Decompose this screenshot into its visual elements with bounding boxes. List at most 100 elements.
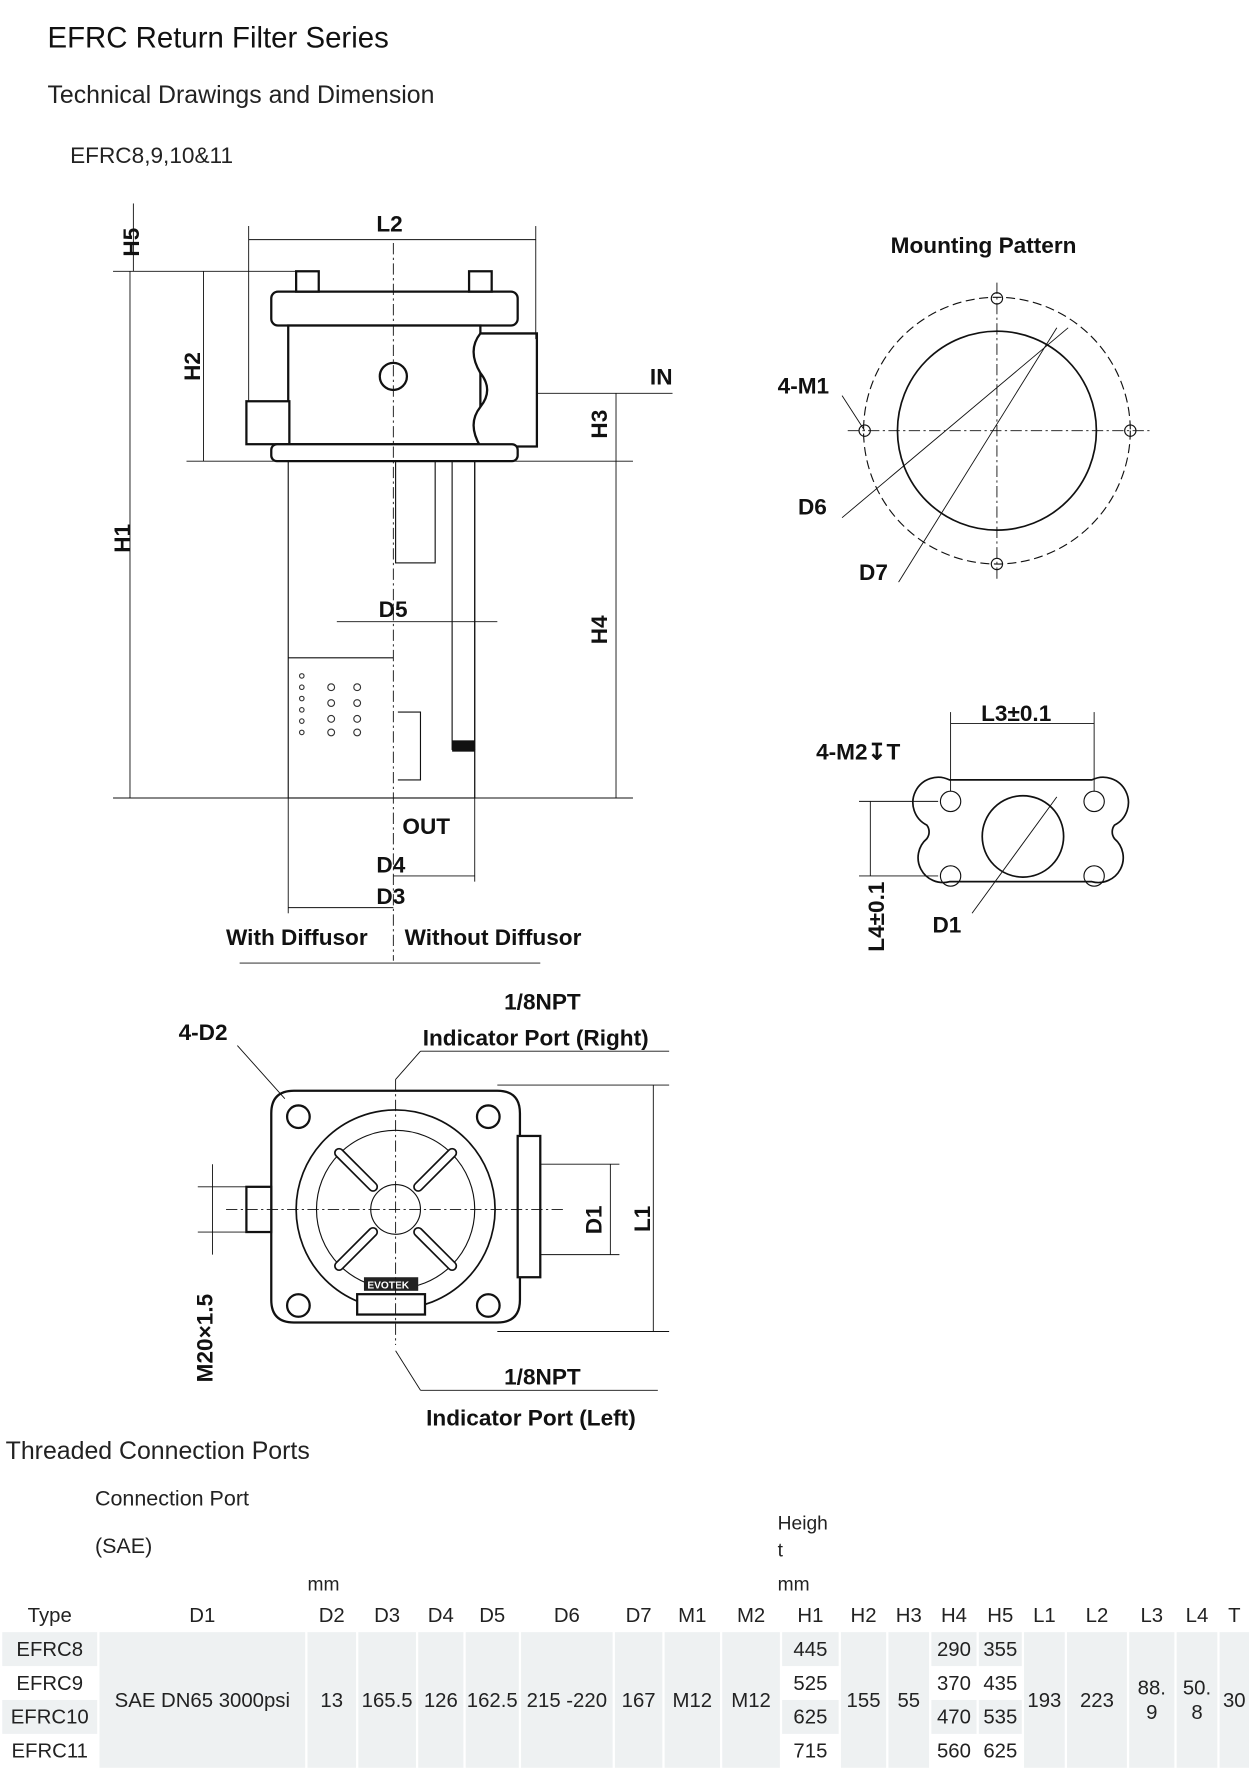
col-h1: H1	[797, 1603, 824, 1626]
cell-l3: 88. 9	[1129, 1632, 1175, 1768]
brand-logo: EVOTEK	[367, 1281, 409, 1292]
cell-d7: 167	[614, 1632, 663, 1768]
col-l1: L1	[1033, 1603, 1056, 1626]
label-npt-right: 1/8NPT	[504, 989, 581, 1014]
cell-type: EFRC10	[2, 1699, 98, 1734]
label-with-diffusor: With Diffusor	[226, 925, 368, 950]
cell-d4: 126	[418, 1632, 464, 1768]
cell-type: EFRC9	[16, 1671, 84, 1694]
cell-d2: 13	[307, 1632, 357, 1768]
label-d7: D7	[859, 560, 888, 585]
label-h2: H2	[180, 352, 205, 381]
header-connection-port: Connection Port	[94, 1487, 249, 1512]
cell-m2: M12	[722, 1632, 780, 1768]
header-height-1: Heigh	[777, 1512, 828, 1534]
table-row: EFRC8 SAE DN65 3000psi 13 165.5 126 162.…	[2, 1632, 1249, 1768]
label-out: OUT	[402, 814, 450, 839]
label-d4: D4	[376, 853, 405, 878]
cell-t: 30	[1219, 1632, 1249, 1768]
col-h3: H3	[895, 1603, 922, 1626]
cell-h5: 535	[978, 1699, 1022, 1734]
col-d4: D4	[427, 1603, 454, 1626]
technical-drawing: H5 L2 H2 H1 IN H3 D5 H4 OUT D4 D3 With D…	[110, 203, 1153, 1430]
cell-h5: 435	[983, 1671, 1018, 1694]
label-without-diffusor: Without Diffusor	[405, 925, 582, 950]
label-d5: D5	[379, 597, 408, 622]
table-row: EFRC9 525 370 435	[2, 1666, 1249, 1700]
col-d3: D3	[374, 1603, 401, 1626]
page-title: EFRC Return Filter Series	[47, 20, 389, 55]
cell-h1: 715	[793, 1738, 828, 1762]
header-mm-d: mm	[307, 1573, 340, 1595]
cell-l2: 223	[1067, 1632, 1127, 1768]
header-mm-h: mm	[777, 1573, 810, 1595]
cell-d5: 162.5	[465, 1632, 519, 1768]
col-t: T	[1228, 1603, 1241, 1626]
side-view: H5 L2 H2 H1 IN H3 D5 H4 OUT D4 D3 With D…	[110, 203, 673, 964]
label-flange-d1: D1	[932, 912, 961, 937]
col-l2: L2	[1085, 1603, 1109, 1626]
page-subtitle: Technical Drawings and Dimension	[47, 80, 435, 109]
header-height-2: t	[777, 1539, 783, 1561]
col-d6: D6	[553, 1603, 580, 1626]
label-indicator-left: Indicator Port (Left)	[426, 1405, 636, 1430]
col-h5: H5	[987, 1603, 1014, 1626]
table-header-row: Type D1 D2 D3 D4 D5 D6 D7 M1 M2 H1 H2 H3…	[2, 1598, 1249, 1632]
table-row: EFRC10 625 470 535	[2, 1699, 1249, 1734]
col-d2: D2	[318, 1603, 345, 1626]
label-4-d2: 4-D2	[179, 1020, 228, 1045]
cell-type: EFRC8	[2, 1632, 98, 1667]
mounting-pattern: Mounting Pattern 4-M1 D6 D7	[778, 233, 1153, 585]
cell-h5: 355	[978, 1632, 1022, 1667]
col-d7: D7	[625, 1603, 652, 1626]
label-h4: H4	[587, 615, 612, 644]
cell-h1: 445	[782, 1632, 839, 1667]
cell-h4: 370	[936, 1671, 971, 1694]
cell-h5: 625	[983, 1738, 1018, 1762]
cell-h4: 290	[931, 1632, 977, 1667]
label-l4: L4±0.1	[864, 882, 889, 952]
col-h2: H2	[850, 1603, 877, 1626]
label-l1: L1	[630, 1206, 655, 1232]
label-h3: H3	[587, 410, 612, 439]
label-indicator-right: Indicator Port (Right)	[423, 1026, 649, 1051]
label-d1: D1	[581, 1205, 606, 1234]
col-m2: M2	[736, 1603, 766, 1626]
model-group: EFRC8,9,10&11	[70, 143, 234, 169]
cell-h1: 625	[782, 1699, 839, 1734]
label-l2: L2	[376, 212, 402, 237]
col-d5: D5	[479, 1603, 506, 1626]
top-view: EVOTEK 4-D2 1/8NPT Indicator Port (Right…	[179, 989, 670, 1430]
label-mounting-pattern: Mounting Pattern	[891, 233, 1077, 258]
label-in: IN	[650, 364, 673, 389]
dimension-table: Type D1 D2 D3 D4 D5 D6 D7 M1 M2 H1 H2 H3…	[0, 1598, 1249, 1768]
col-type: Type	[27, 1603, 72, 1626]
cell-h1: 525	[793, 1671, 828, 1694]
label-4-m1: 4-M1	[778, 373, 829, 398]
label-4-m2: 4-M2↧T	[816, 740, 900, 765]
label-m20: M20×1.5	[192, 1294, 217, 1383]
section-title: Threaded Connection Ports	[5, 1436, 310, 1465]
cell-h4: 560	[936, 1738, 971, 1762]
cell-type: EFRC11	[11, 1738, 88, 1762]
col-m1: M1	[678, 1603, 707, 1626]
cell-l1: 193	[1024, 1632, 1065, 1768]
label-npt-left: 1/8NPT	[504, 1365, 581, 1390]
header-sae: (SAE)	[94, 1534, 153, 1559]
cell-h2: 155	[840, 1632, 887, 1768]
cell-h4: 470	[931, 1699, 977, 1734]
cell-d1: SAE DN65 3000psi	[99, 1632, 306, 1768]
cell-d6: 215 -220	[521, 1632, 613, 1768]
label-h1: H1	[110, 524, 135, 553]
col-l3: L3	[1140, 1603, 1164, 1626]
cell-l4: 50. 8	[1176, 1632, 1218, 1768]
table-row: EFRC11 715 560 625	[2, 1734, 1249, 1768]
cell-m1: M12	[664, 1632, 721, 1768]
label-d6: D6	[798, 494, 827, 519]
label-h5: H5	[119, 228, 144, 257]
cell-h3: 55	[888, 1632, 930, 1768]
flange-pattern: L3±0.1 4-M2↧T L4±0.1 D1	[816, 701, 1130, 952]
col-l4: L4	[1185, 1603, 1209, 1626]
col-h4: H4	[940, 1603, 967, 1626]
label-l3: L3±0.1	[981, 701, 1051, 726]
